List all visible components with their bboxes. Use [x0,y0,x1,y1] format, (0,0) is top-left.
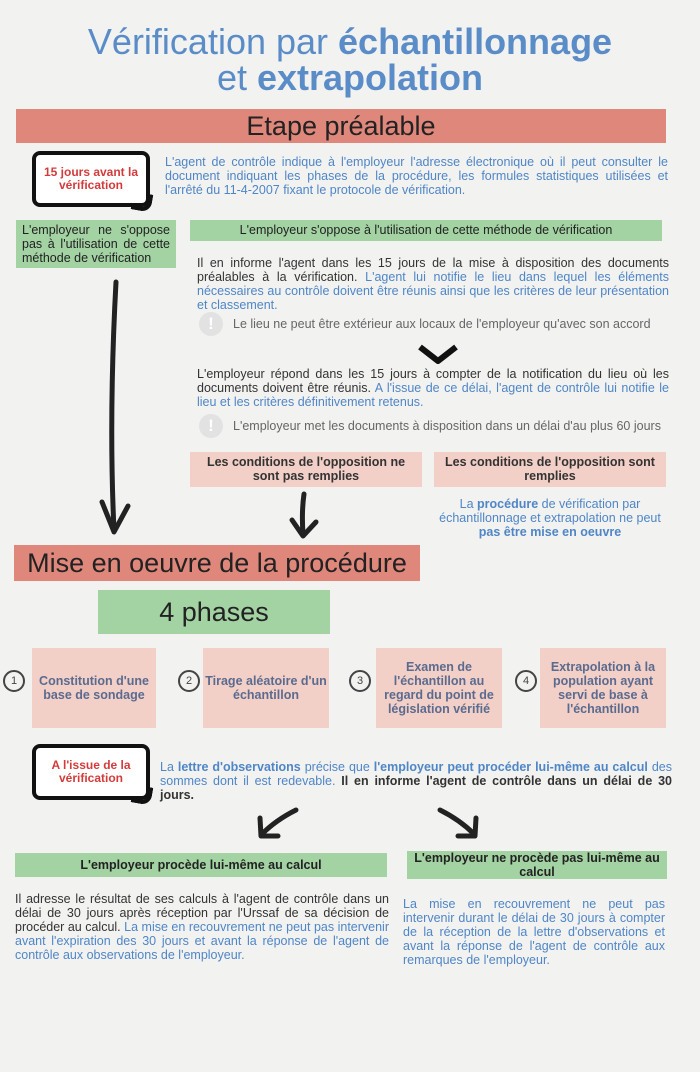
flag-issue: A l'issue de la vérification [32,744,154,806]
final-right-label: L'employeur ne procède pas lui-même au c… [407,851,667,879]
final-right-blue: La mise en recouvrement ne peut pas inte… [403,897,665,967]
title-plain: Vérification par [87,21,339,62]
flag-curl-icon [130,191,154,213]
flag-15-jours: 15 jours avant la vérification [32,151,154,213]
issue-part: La [160,760,178,774]
title-bold: extrapolation [256,57,484,98]
flag-label: A l'issue de la vérification [51,758,131,785]
flag-curl-icon [130,784,154,806]
phase-label: Examen de l'échantillon au regard du poi… [384,660,494,716]
branch-right-paragraph-2: L'employeur répond dans les 15 jours à c… [197,367,669,409]
branch-left-label: L'employeur ne s'oppose pas à l'utilisat… [16,220,176,268]
condition-met-text: Les conditions de l'opposition sont remp… [445,455,655,483]
hand-drawn-arrow-icon [99,279,131,535]
phase-box-4: Extrapolation à la population ayant serv… [540,648,666,728]
hand-drawn-arrow-icon [257,807,299,839]
phases-title: 4 phases [98,590,330,634]
final-left-text: Il adresse le résultat de ses calculs à … [15,892,389,962]
final-right-label-text: L'employeur ne procède pas lui-même au c… [414,851,660,879]
title-bold: échantillonnage [338,21,613,62]
phase-number-1: 1 [3,670,25,692]
branch-right-paragraph-1: Il en informe l'agent dans les 15 jours … [197,256,669,312]
branch-right-text: L'employeur s'oppose à l'utilisation de … [239,223,613,237]
phases-title-text: 4 phases [159,597,269,627]
page-title-line-1: Vérification par échantillonnage [0,24,700,60]
issue-part-bold: Il en informe l'agent de contrôle dans u… [160,774,672,802]
phase-box-3: Examen de l'échantillon au regard du poi… [376,648,502,728]
etape-intro: L'agent de contrôle indique à l'employeu… [165,155,668,197]
issue-text: La lettre d'observations précise que l'e… [160,760,672,802]
section-heading-mise: Mise en oeuvre de la procédure [14,545,420,581]
hand-drawn-arrow-icon [437,807,479,839]
p2-blue: A l'issue de ce délai, l'agent de contrô… [197,381,669,409]
phase-number-3: 3 [349,670,371,692]
result-part-bold: pas être mise en oeuvre [478,525,622,539]
issue-part: des sommes dont il est redevable. [160,760,672,788]
final-left-dark: Il adresse le résultat de ses calculs à … [15,892,389,934]
final-right-text: La mise en recouvrement ne peut pas inte… [403,897,665,967]
page-title-line-2: et extrapolation [0,60,700,96]
note-lieu-text: Le lieu ne peut être extérieur aux locau… [233,317,651,331]
section-heading-etape: Etape préalable [16,109,666,143]
issue-part-bold: lettre d'observations [177,760,301,774]
phase-number-2: 2 [178,670,200,692]
section-heading-text: Mise en oeuvre de la procédure [27,548,407,578]
branch-right-label: L'employeur s'oppose à l'utilisation de … [190,220,662,241]
phase-box-1: Constitution d'une base de sondage [32,648,156,728]
note-lieu: ! Le lieu ne peut être extérieur aux loc… [199,312,669,336]
issue-part-bold: l'employeur peut procéder lui-même au ca… [373,760,648,774]
p1-blue: L'agent lui notifie le lieu dans lequel … [197,270,670,312]
condition-met-box: Les conditions de l'opposition sont remp… [434,452,666,487]
phase-box-2: Tirage aléatoire d'un échantillon [203,648,329,728]
result-part: de vérification par échantillonnage et e… [439,497,661,525]
section-heading-text: Etape préalable [246,111,436,141]
phase-label: Extrapolation à la population ayant serv… [550,660,656,716]
note-delai: ! L'employeur met les documents à dispos… [199,414,669,438]
p1-dark: Il en informe l'agent dans les 15 jours … [197,256,669,284]
final-left-label: L'employeur procède lui-même au calcul [15,853,387,877]
final-left-label-text: L'employeur procède lui-même au calcul [80,858,322,872]
hand-drawn-arrow-icon [289,491,319,539]
exclamation-circle-icon: ! [199,414,223,438]
condition-not-met-text: Les conditions de l'opposition ne sont p… [206,455,406,483]
final-left-blue: La mise en recouvrement ne peut pas inte… [15,920,389,962]
result-part: La [459,497,478,511]
result-part-bold: procédure [477,497,539,511]
title-plain: et [216,57,257,98]
branch-left-text: L'employeur ne s'oppose pas à l'utilisat… [22,223,170,265]
flag-label: 15 jours avant la vérification [43,165,139,192]
chevron-down-icon [418,344,458,364]
condition-not-met-box: Les conditions de l'opposition ne sont p… [190,452,422,487]
issue-part: précise que [300,760,374,774]
p2-dark: L'employeur répond dans les 15 jours à c… [197,367,669,395]
procedure-impossible: La procédure de vérification par échanti… [430,497,670,539]
note-delai-text: L'employeur met les documents à disposit… [233,419,661,433]
phase-number-4: 4 [515,670,537,692]
exclamation-circle-icon: ! [199,312,223,336]
phase-label: Constitution d'une base de sondage [39,674,149,702]
phase-label: Tirage aléatoire d'un échantillon [205,674,327,702]
